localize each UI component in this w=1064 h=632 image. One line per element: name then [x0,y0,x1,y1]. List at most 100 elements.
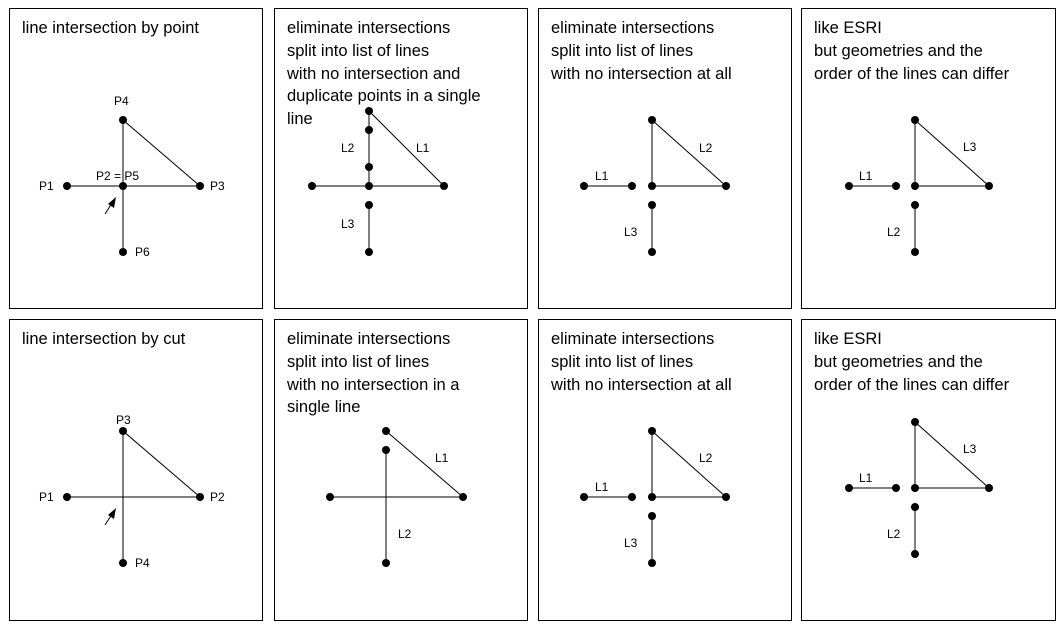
diagram-split-duplicate-points: L1 L2 L3 [308,107,448,256]
panel-title: eliminate intersections split into list … [287,19,481,129]
panel-split-no-intersection-2: eliminate intersections split into list … [538,319,792,621]
line-segment [368,110,445,187]
vertex-point [119,182,127,190]
vertex-point [648,182,656,190]
diagram-split-single-line: L1 L2 [326,427,467,567]
line-label: L2 [699,141,713,155]
vertex-point [648,427,656,435]
line-label: L3 [624,536,638,550]
vertex-point [365,126,373,134]
line-segment [914,421,990,489]
point-label: P4 [135,556,150,570]
panel-title: eliminate intersections split into list … [551,19,732,83]
line-label: L1 [416,141,430,155]
vertex-point [628,182,636,190]
vertex-point [119,116,127,124]
line-label: L2 [341,141,355,155]
panel-title: line intersection by cut [22,330,186,348]
vertex-point [365,248,373,256]
vertex-point [365,182,373,190]
vertex-point [196,182,204,190]
point-label: P3 [116,413,131,427]
vertex-point [648,493,656,501]
line-segment [122,430,201,498]
line-label: L2 [398,527,412,541]
vertex-point [845,484,853,492]
vertex-point [648,559,656,567]
panel-split-duplicate-points: eliminate intersections split into list … [274,8,528,309]
point-label: P4 [114,94,129,108]
panel-split-no-intersection: eliminate intersections split into list … [538,8,792,309]
panel-split-single-line: eliminate intersections split into list … [274,319,528,621]
diagram-cut-intersection: P1 P2 P3 P4 [39,413,225,570]
diagram-like-esri-2: L1 L2 L3 [845,418,993,558]
point-label: P2 [210,490,225,504]
vertex-point [722,182,730,190]
vertex-point [580,493,588,501]
diagram-split-no-intersection: L1 L2 L3 [580,116,730,256]
line-label: L2 [887,225,901,239]
vertex-point [911,550,919,558]
vertex-point [892,484,900,492]
vertex-point [911,503,919,511]
arrow-head [108,197,116,208]
point-label: P3 [210,179,225,193]
vertex-point [648,201,656,209]
vertex-point [911,116,919,124]
line-label: L3 [963,140,977,154]
line-label: L1 [859,471,873,485]
vertex-point [119,248,127,256]
line-segment [385,430,464,498]
vertex-point [985,484,993,492]
panel-title: like ESRI but geometries and the order o… [814,330,1010,394]
point-label: P2 = P5 [96,169,139,183]
line-label: L1 [595,480,609,494]
panel-title: eliminate intersections split into list … [287,330,460,417]
vertex-point [985,182,993,190]
vertex-point [382,446,390,454]
line-label: L3 [624,225,638,239]
vertex-point [580,182,588,190]
line-label: L1 [435,451,449,465]
vertex-point [648,248,656,256]
panel-cut-intersection: line intersection by cut P1 P2 P3 P4 [9,319,263,621]
vertex-point [365,201,373,209]
vertex-point [648,512,656,520]
line-label: L3 [341,217,355,231]
vertex-point [365,163,373,171]
line-label: L2 [699,451,713,465]
vertex-point [365,107,373,115]
line-segment [651,430,727,498]
line-label: L2 [887,527,901,541]
point-label: P1 [39,179,54,193]
line-segment [122,119,201,187]
vertex-point [911,248,919,256]
vertex-point [382,559,390,567]
vertex-point [911,201,919,209]
diagram-point-intersection: P1 P2 = P5 P3 P4 P6 [39,94,225,259]
diagram-split-no-intersection-2: L1 L2 L3 [580,427,730,567]
panel-title: line intersection by point [22,19,200,37]
point-label: P6 [135,245,150,259]
line-segment [651,119,727,187]
vertex-point [440,182,448,190]
panel-point-intersection: line intersection by point P1 P2 = P5 P3… [9,8,263,309]
vertex-point [648,116,656,124]
vertex-point [911,484,919,492]
line-label: L1 [859,169,873,183]
vertex-point [63,182,71,190]
panel-title: eliminate intersections split into list … [551,330,732,394]
vertex-point [459,493,467,501]
vertex-point [892,182,900,190]
vertex-point [911,418,919,426]
vertex-point [119,427,127,435]
vertex-point [382,427,390,435]
point-label: P1 [39,490,54,504]
panel-title: like ESRI but geometries and the order o… [814,19,1010,83]
vertex-point [628,493,636,501]
line-segment [914,119,990,187]
vertex-point [845,182,853,190]
vertex-point [196,493,204,501]
vertex-point [308,182,316,190]
line-label: L3 [963,442,977,456]
